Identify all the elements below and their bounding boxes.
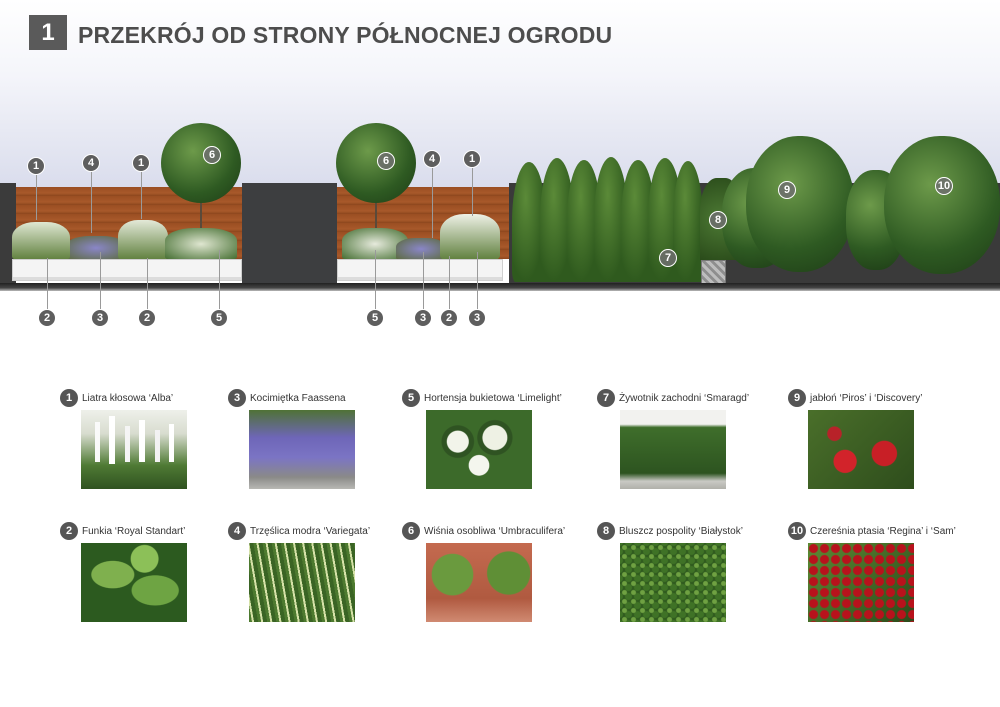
marker-line: [47, 258, 48, 310]
marker-line: [477, 252, 478, 310]
legend-number: 1: [60, 389, 78, 407]
section-marker: 7: [659, 249, 677, 267]
section-marker: 10: [935, 177, 953, 195]
legend-label: Żywotnik zachodni ‘Smaragd’: [619, 392, 750, 404]
section-marker: 3: [91, 309, 109, 327]
thuja-tree: [673, 161, 703, 282]
apple-tree-crown: [746, 136, 854, 272]
planter-box: [12, 259, 242, 281]
legend-number: 6: [402, 522, 420, 540]
ivy-photo: [620, 543, 726, 622]
ground-line: [0, 283, 1000, 291]
legend-label: Kocimiętka Faassena: [250, 392, 346, 404]
ball-tree-crown: [161, 123, 241, 203]
liatris-plant: [440, 214, 500, 260]
legend-item: 3 Kocimiętka Faassena: [228, 389, 408, 407]
legend-label: Bluszcz pospolity ‘Białystok’: [619, 525, 743, 537]
legend-number: 5: [402, 389, 420, 407]
section-marker: 6: [377, 152, 395, 170]
section-marker: 8: [709, 211, 727, 229]
marker-line: [449, 256, 450, 310]
garden-cross-section: 1 4 1 6 6 4 1 8 7 9 10 2 3 2 5 5 3 2 3: [0, 0, 1000, 330]
section-marker: 2: [440, 309, 458, 327]
liatris-plant: [12, 222, 70, 260]
legend-item: 1 Liatra kłosowa ‘Alba’: [60, 389, 240, 407]
section-marker: 5: [210, 309, 228, 327]
page-title: PRZEKRÓJ OD STRONY PÓŁNOCNEJ OGRODU: [78, 22, 613, 48]
marker-line: [219, 250, 220, 310]
section-marker: 2: [38, 309, 56, 327]
cherry-tree-crown: [884, 136, 1000, 274]
liatris-plant: [118, 220, 168, 260]
marker-line: [472, 168, 473, 216]
legend-number: 9: [788, 389, 806, 407]
section-marker: 4: [82, 154, 100, 172]
tree-trunk: [375, 190, 377, 260]
thuja-hedge-photo: [620, 410, 726, 489]
section-marker: 1: [463, 150, 481, 168]
section-marker: 3: [468, 309, 486, 327]
ball-cherry-photo: [426, 543, 532, 622]
planter-box: [337, 259, 503, 281]
tree-trunk: [200, 190, 202, 260]
section-marker: 3: [414, 309, 432, 327]
grass-photo: [249, 543, 355, 622]
hydrangea-plant: [165, 228, 237, 260]
catmint-plant: [396, 238, 446, 260]
legend-number: 2: [60, 522, 78, 540]
liatris-photo: [81, 410, 187, 489]
legend-number: 4: [228, 522, 246, 540]
marker-line: [91, 171, 92, 233]
apples-photo: [808, 410, 914, 489]
legend-number: 10: [788, 522, 806, 540]
ball-tree-crown: [336, 123, 416, 203]
liatris-photo-art: [95, 416, 174, 464]
section-marker: 5: [366, 309, 384, 327]
section-marker: 2: [138, 309, 156, 327]
legend-item: 10 Czereśnia ptasia ‘Regina’ i ‘Sam’: [788, 522, 968, 540]
hydrangea-photo: [426, 410, 532, 489]
wall-segment: [242, 183, 337, 283]
section-marker: 1: [132, 154, 150, 172]
legend-item: 8 Bluszcz pospolity ‘Białystok’: [597, 522, 777, 540]
legend-item: 4 Trzęślica modra ‘Variegata’: [228, 522, 408, 540]
marker-line: [141, 171, 142, 219]
legend-number: 8: [597, 522, 615, 540]
marker-line: [100, 252, 101, 310]
legend-item: 7 Żywotnik zachodni ‘Smaragd’: [597, 389, 777, 407]
section-marker: 4: [423, 150, 441, 168]
section-marker: 1: [27, 157, 45, 175]
legend-item: 2 Funkia ‘Royal Standart’: [60, 522, 240, 540]
legend-label: Wiśnia osobliwa ‘Umbraculifera’: [424, 525, 566, 537]
section-number-badge: 1: [29, 15, 67, 50]
legend-number: 7: [597, 389, 615, 407]
marker-line: [147, 258, 148, 310]
legend-number: 3: [228, 389, 246, 407]
marker-line: [36, 175, 37, 220]
catmint-plant: [66, 236, 126, 260]
legend-item: 5 Hortensja bukietowa ‘Limelight’: [402, 389, 582, 407]
legend-label: Liatra kłosowa ‘Alba’: [82, 392, 174, 404]
section-marker: 6: [203, 146, 221, 164]
legend-item: 6 Wiśnia osobliwa ‘Umbraculifera’: [402, 522, 582, 540]
marker-line: [375, 250, 376, 310]
legend-label: jabłoń ‘Piros’ i ‘Discovery’: [810, 392, 923, 404]
catmint-photo: [249, 410, 355, 489]
hosta-photo: [81, 543, 187, 622]
section-marker: 9: [778, 181, 796, 199]
legend-label: Hortensja bukietowa ‘Limelight’: [424, 392, 562, 404]
marker-line: [423, 252, 424, 310]
legend-label: Trzęślica modra ‘Variegata’: [250, 525, 371, 537]
legend-item: 9 jabłoń ‘Piros’ i ‘Discovery’: [788, 389, 968, 407]
legend-label: Czereśnia ptasia ‘Regina’ i ‘Sam’: [810, 525, 956, 537]
cherries-photo: [808, 543, 914, 622]
legend-label: Funkia ‘Royal Standart’: [82, 525, 186, 537]
marker-line: [432, 168, 433, 238]
gabion: [701, 260, 726, 284]
